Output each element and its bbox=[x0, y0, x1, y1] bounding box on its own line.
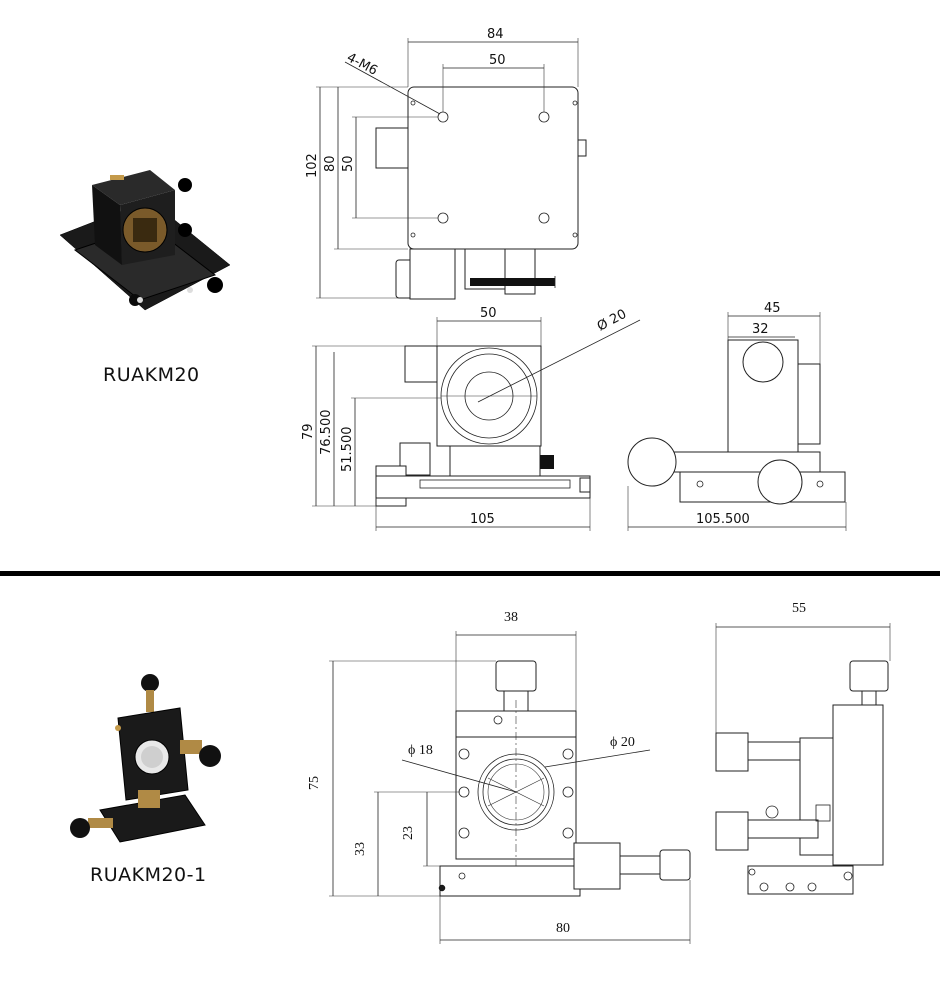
product-label-ruakm20: RUAKM20 bbox=[103, 364, 200, 386]
dim-50-top: 50 bbox=[489, 53, 506, 68]
dim-38: 38 bbox=[504, 610, 518, 625]
dim-4-m6: 4-M6 bbox=[344, 50, 380, 78]
drawing-bottom-side-view bbox=[715, 623, 891, 895]
mount-photo-top bbox=[59, 170, 231, 311]
dim-33: 33 bbox=[353, 842, 368, 856]
dim-23: 23 bbox=[401, 826, 416, 840]
dim-102: 102 bbox=[305, 153, 320, 178]
dim-79: 79 bbox=[301, 423, 316, 440]
dim-51-500: 51.500 bbox=[340, 427, 355, 473]
dim-105: 105 bbox=[470, 512, 495, 527]
dim-phi-18: ϕ 18 bbox=[408, 743, 433, 758]
dim-50-front: 50 bbox=[480, 306, 497, 321]
dim-55: 55 bbox=[792, 601, 806, 616]
drawing-front-view bbox=[312, 317, 641, 531]
dim-76-500: 76.500 bbox=[319, 410, 334, 456]
section-divider bbox=[0, 571, 940, 576]
drawing-side-view bbox=[627, 312, 847, 531]
dim-80: 80 bbox=[323, 155, 338, 172]
dim-80: 80 bbox=[556, 921, 570, 936]
drawing-top-view bbox=[316, 38, 587, 300]
dimension-labels: 84 50 4-M6 102 80 50 50 Ø 20 79 76.500 5… bbox=[301, 27, 806, 936]
product-label-ruakm20-1: RUAKM20-1 bbox=[90, 864, 207, 886]
dim-aperture-20: Ø 20 bbox=[595, 307, 629, 335]
dim-45: 45 bbox=[764, 301, 781, 316]
dim-84: 84 bbox=[487, 27, 504, 42]
dim-32: 32 bbox=[752, 322, 769, 337]
dim-105-500: 105.500 bbox=[696, 512, 750, 527]
drawing-bottom-front-view bbox=[329, 631, 691, 944]
dim-75: 75 bbox=[307, 776, 322, 790]
mount-photo-bottom bbox=[70, 674, 221, 843]
dim-phi-20: ϕ 20 bbox=[610, 735, 635, 750]
dim-50-left: 50 bbox=[341, 155, 356, 172]
